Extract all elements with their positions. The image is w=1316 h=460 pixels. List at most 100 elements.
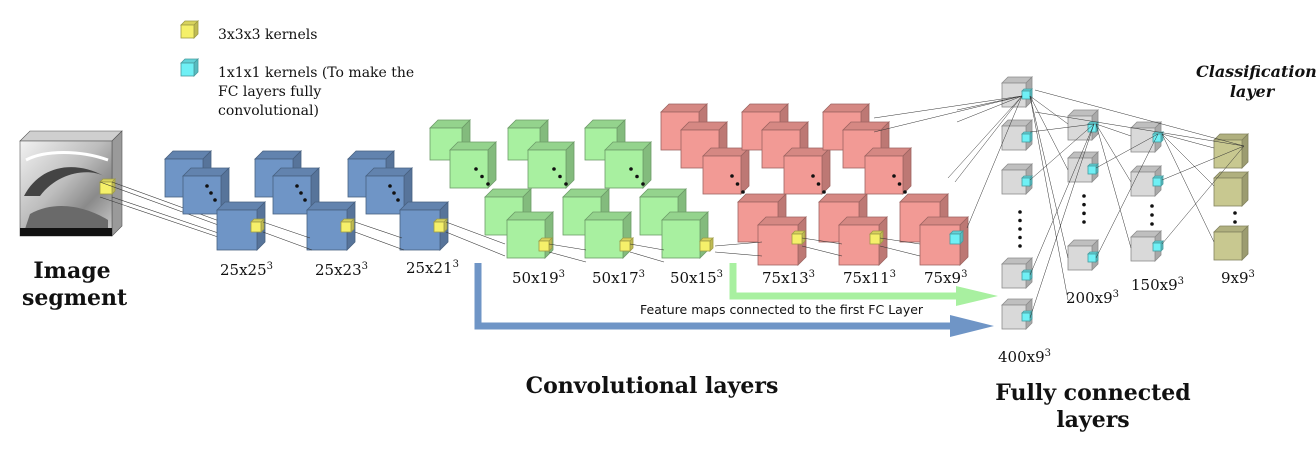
ellipsis-dots: [735, 182, 740, 186]
fc1-to-fc2-connection: [1029, 95, 1069, 301]
red-connection: [801, 245, 843, 257]
fc2-to-fc3-connection: [1095, 123, 1132, 249]
fc1-kernel-1x1x1: [1021, 131, 1033, 143]
green-layer-1-dim: 50x193: [512, 269, 566, 287]
ellipsis-dots: [1082, 194, 1086, 198]
classification-cube: [1213, 171, 1249, 207]
ellipsis-dots: [1233, 211, 1237, 215]
ellipsis-dots: [1150, 222, 1154, 226]
red-to-fc-connection: [873, 95, 1023, 119]
red-conv-cube: [919, 216, 969, 266]
ellipsis-dots: [811, 174, 815, 178]
red-conv-cube: [757, 216, 807, 266]
ellipsis-dots: [486, 182, 490, 186]
red-connection: [801, 237, 843, 245]
green-connection: [629, 243, 665, 251]
red-connection: [879, 245, 921, 257]
fc1-to-fc2-connection: [1029, 95, 1069, 259]
red-connection: [714, 241, 763, 247]
ellipsis-dots: [1082, 211, 1086, 216]
green-connection: [548, 251, 587, 263]
ellipsis-dots: [1150, 204, 1154, 208]
ellipsis-dots: [1233, 220, 1237, 224]
ellipsis-dots: [641, 182, 645, 186]
ellipsis-dots: [1082, 202, 1086, 207]
blue-connection: [354, 231, 405, 251]
legend-1x1x1-label: 1x1x1 kernels (To make the FC layers ful…: [218, 65, 415, 119]
ellipsis-dots: [903, 190, 907, 194]
ellipsis-dots: [552, 167, 556, 171]
legend-1x1x1-swatch: [180, 58, 199, 77]
fc1-cube: [1001, 298, 1033, 330]
ellipsis-dots: [303, 198, 307, 202]
blue-conv-cube: [272, 167, 320, 215]
blue-connection: [262, 231, 313, 251]
green-connection: [548, 243, 587, 251]
ellipsis-dots: [629, 167, 633, 171]
ellipsis-dots: [396, 198, 400, 202]
input-to-blue-connection: [99, 196, 222, 239]
image-segment-cube: [19, 130, 123, 237]
ellipsis-dots: [1018, 227, 1022, 231]
red-to-fc-connection: [966, 95, 1023, 229]
green-conv-cube: [449, 141, 497, 189]
ellipsis-dots: [635, 174, 639, 179]
fc1-to-fc2-connection: [1029, 123, 1095, 319]
legend-3x3x3-swatch: [180, 20, 199, 39]
fc3-to-cls-connection: [1161, 145, 1245, 181]
ellipsis-dots: [1082, 220, 1086, 224]
ellipsis-dots: [1018, 218, 1022, 223]
red-to-fc-connection: [956, 95, 1023, 123]
fc2-kernel-1x1x1: [1087, 163, 1099, 175]
ellipsis-dots: [295, 184, 299, 188]
red-kernel-1x1x1: [949, 230, 964, 245]
fc1-kernel-1x1x1: [1021, 269, 1033, 281]
blue-skip-arrow: [474, 263, 952, 330]
red-conv-cube: [864, 147, 912, 195]
blue-conv-cube: [216, 201, 266, 251]
red-kernel-3x3x3: [791, 230, 806, 245]
green-skip-arrowhead: [956, 286, 998, 306]
blue-connection: [354, 221, 403, 239]
fc3-to-cls-connection: [1161, 145, 1245, 245]
blue-conv-cube: [306, 201, 356, 251]
ellipsis-dots: [730, 174, 734, 178]
green-conv-cube: [604, 141, 652, 189]
ellipsis-dots: [564, 182, 568, 186]
green-conv-cube: [661, 211, 709, 259]
ellipsis-dots: [558, 174, 562, 179]
red-conv-cube: [702, 147, 750, 195]
ellipsis-dots: [1150, 213, 1154, 217]
fc1-kernel-1x1x1: [1021, 310, 1033, 322]
green-kernel-3x3x3: [538, 237, 553, 252]
red-conv-cube: [783, 147, 831, 195]
fc2-to-fc3-connection: [1095, 123, 1132, 183]
fc3-cube: [1130, 230, 1162, 262]
ellipsis-dots: [897, 182, 902, 186]
red-layer-3-dim: 75x93: [924, 269, 968, 287]
ellipsis-dots: [1018, 210, 1022, 214]
blue-connection: [262, 221, 311, 239]
fc1-to-fc2-connection: [1029, 95, 1069, 125]
green-layer-2-dim: 50x173: [592, 269, 646, 287]
ellipsis-dots: [388, 184, 392, 188]
red-layer-1-dim: 75x133: [762, 269, 816, 287]
fc3-kernel-1x1x1: [1152, 175, 1164, 187]
green-kernel-3x3x3: [619, 237, 634, 252]
fully-connected-layers-title: Fully connected layers: [995, 380, 1191, 433]
classification-layer-title: Classification layer: [1196, 62, 1316, 101]
green-conv-cube: [527, 141, 575, 189]
red-to-fc-connection: [956, 95, 1023, 111]
blue-kernel-3x3x3: [250, 218, 265, 233]
blue-kernel-3x3x3: [433, 218, 448, 233]
green-skip-arrow: [729, 263, 958, 300]
input-to-blue-connection: [111, 181, 234, 227]
blue-layer-3-dim: 25x213: [406, 259, 460, 277]
red-to-fc-connection: [873, 95, 1023, 133]
blue-conv-cube: [365, 167, 413, 215]
fc-to-cls-connection: [1034, 111, 1245, 147]
green-layer-3-dim: 50x153: [670, 269, 724, 287]
legend-3x3x3-label: 3x3x3 kernels: [218, 27, 318, 43]
input-to-blue-connection: [99, 181, 222, 227]
fc3-to-cls-connection: [1161, 133, 1215, 243]
